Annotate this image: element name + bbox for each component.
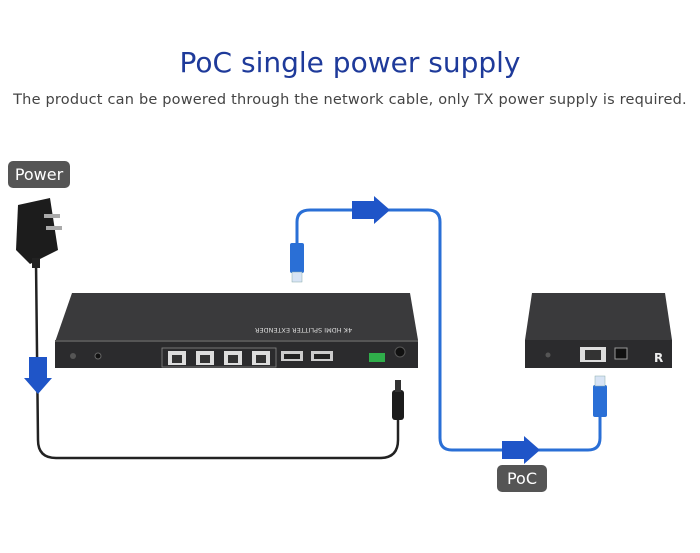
power-label: Power xyxy=(8,161,70,188)
power-adapter-icon xyxy=(16,198,62,268)
arrow-right-icon xyxy=(352,196,390,224)
page-subtitle: The product can be powered through the n… xyxy=(13,92,687,108)
transmitter-model-label: 4K HDMI SPLITTER EXTENDER xyxy=(255,326,353,334)
poc-label: PoC xyxy=(497,465,547,492)
rj45-plug-rx-icon xyxy=(593,375,607,417)
transmitter-device: 4K HDMI SPLITTER EXTENDER xyxy=(55,293,418,368)
page-title: PoC single power supply xyxy=(179,46,521,79)
arrow-right-icon xyxy=(502,436,540,464)
receiver-mark: R xyxy=(654,351,663,365)
poc-cable xyxy=(295,208,602,452)
power-cable xyxy=(34,261,400,460)
rj45-plug-tx-icon xyxy=(290,243,304,283)
arrow-down-icon xyxy=(24,357,52,394)
dc-plug-icon xyxy=(392,380,404,420)
receiver-device: R xyxy=(525,293,672,368)
